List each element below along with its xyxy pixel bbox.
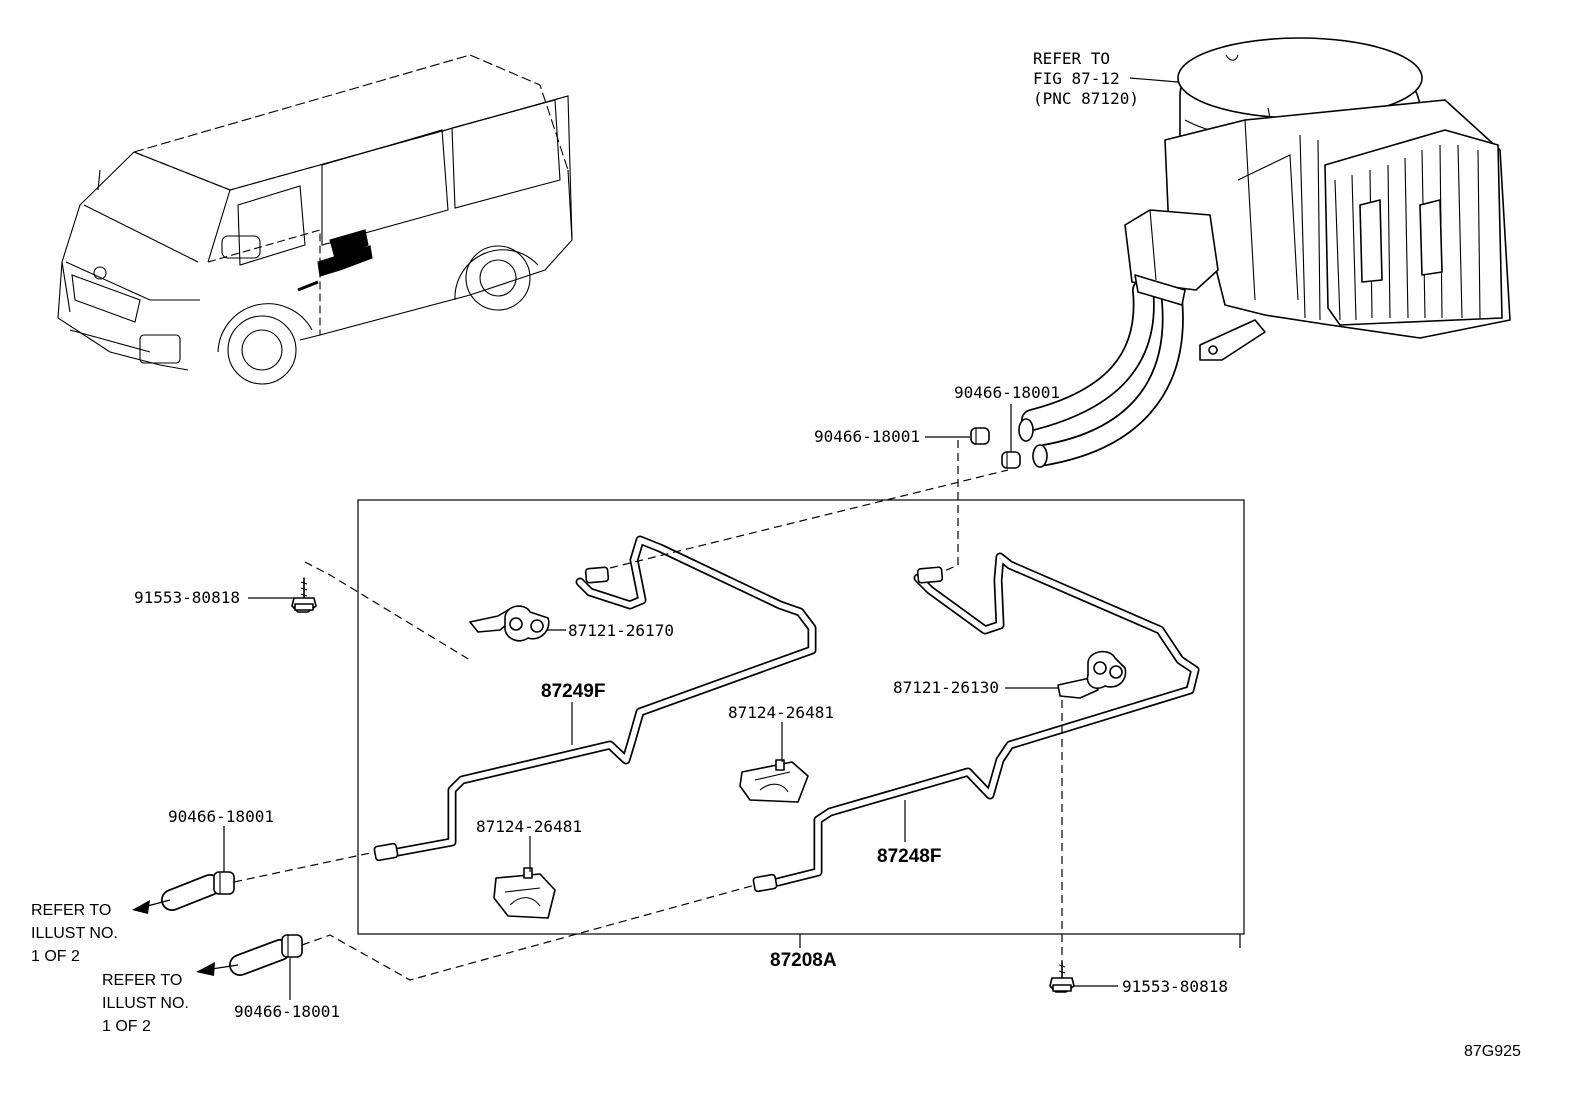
svg-text:FIG 87-12: FIG 87-12 [1033, 69, 1120, 88]
figure-code: 87G925 [1464, 1043, 1521, 1060]
label-clip-lower: 87124-26481 [476, 817, 582, 836]
label-clamp-bottom-upper: 90466-18001 [168, 807, 274, 826]
svg-text:(PNC 87120): (PNC 87120) [1033, 89, 1139, 108]
van-illustration [57, 54, 573, 385]
clamp-90466-18001-bottom-upper[interactable] [161, 871, 235, 911]
refer-fig-label: REFER TO FIG 87-12 (PNC 87120) [1033, 49, 1139, 108]
svg-text:1 OF 2: 1 OF 2 [102, 1018, 151, 1035]
label-clamp-bracket-left: 87121-26170 [568, 621, 674, 640]
svg-text:ILLUST NO.: ILLUST NO. [31, 925, 118, 942]
refer-arrow-upper [132, 899, 171, 914]
label-clamp-bracket-right: 87121-26130 [893, 678, 999, 697]
heater-unit-illustration [1018, 37, 1511, 468]
pipe-87249F[interactable] [373, 535, 817, 862]
dashed-guides [233, 440, 1063, 981]
svg-text:REFER TO: REFER TO [1033, 49, 1110, 68]
svg-text:REFER TO: REFER TO [102, 972, 182, 989]
bolt-91553-80818-left[interactable] [291, 577, 317, 613]
refer-illust-label-upper: REFER TO ILLUST NO. 1 OF 2 [31, 902, 118, 965]
bolt-91553-80818-right[interactable] [1049, 961, 1075, 993]
clamp-90466-18001-top-right[interactable] [1001, 451, 1021, 469]
assembly-box [357, 499, 1245, 935]
svg-text:REFER TO: REFER TO [31, 902, 111, 919]
refer-illust-label-lower: REFER TO ILLUST NO. 1 OF 2 [102, 972, 189, 1035]
label-pipe-87249F: 87249F [541, 681, 605, 702]
label-assembly-87208A: 87208A [770, 950, 837, 971]
clamp-90466-18001-bottom-lower[interactable] [229, 934, 303, 976]
label-bolt-right: 91553-80818 [1122, 977, 1228, 996]
label-pipe-87248F: 87248F [877, 846, 941, 867]
clamp-90466-18001-top-left[interactable] [970, 427, 990, 445]
refer-arrow-lower [196, 962, 239, 976]
label-clamp-top-right: 90466-18001 [954, 383, 1060, 402]
svg-text:ILLUST NO.: ILLUST NO. [102, 995, 189, 1012]
clamp-bracket-87121-26130[interactable] [1057, 650, 1127, 699]
clamp-bracket-87121-26170[interactable] [469, 605, 550, 642]
clip-87124-26481-upper[interactable] [739, 759, 809, 803]
svg-text:1 OF 2: 1 OF 2 [31, 948, 80, 965]
pipe-87248F[interactable] [752, 552, 1200, 893]
label-bolt-left: 91553-80818 [134, 588, 240, 607]
label-clamp-bottom-lower: 90466-18001 [234, 1002, 340, 1021]
clip-87124-26481-lower[interactable] [493, 867, 556, 919]
leader-lines [223, 77, 1241, 1000]
label-clamp-top-left: 90466-18001 [814, 427, 920, 446]
label-clip-upper: 87124-26481 [728, 703, 834, 722]
